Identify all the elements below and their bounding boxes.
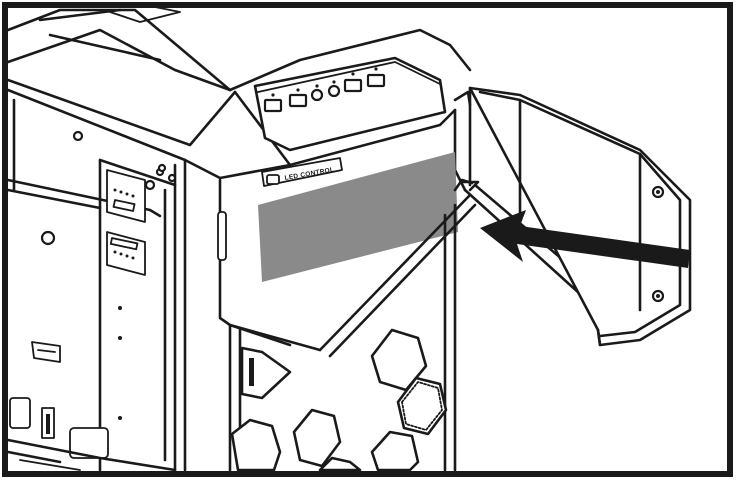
audio-jack-icon (310, 88, 324, 102)
screw-icon (40, 230, 56, 246)
hexagon-tile (370, 430, 420, 472)
figure-frame (2, 2, 733, 477)
side-handle (217, 211, 227, 261)
front-door (453, 86, 692, 347)
usb-port-icon (288, 93, 308, 108)
arrow-pointer-icon (480, 210, 690, 268)
front-bay-face (217, 108, 477, 358)
front-io-panel (253, 56, 447, 152)
direction-arrow (480, 210, 690, 268)
hexagon-tile (370, 328, 428, 392)
hexagon-tile (292, 408, 342, 468)
drive-bay (106, 169, 146, 223)
hexagon-tile (230, 418, 282, 472)
led-button-icon (266, 174, 280, 185)
usb-port-icon (366, 73, 386, 88)
front-lower-panel (228, 203, 457, 472)
audio-jack-icon (327, 84, 341, 98)
led-control-switch: LED CONTROL (261, 157, 343, 187)
usb-port-icon (343, 78, 363, 93)
bay-cover-highlight (258, 152, 458, 282)
usb-port-icon (263, 98, 283, 113)
case-top (6, 5, 472, 180)
hexagon-tile (318, 456, 362, 472)
case-side-left (6, 98, 187, 472)
